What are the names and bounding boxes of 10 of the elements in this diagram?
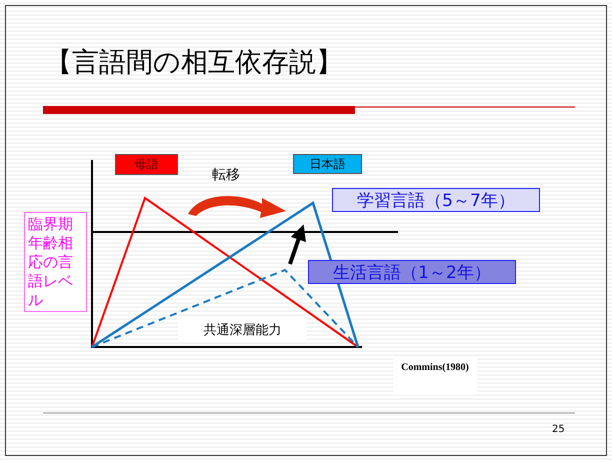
axis-label-box: 臨界期年齢相応の言語レベル	[24, 212, 87, 312]
slide-title: 【言語間の相互依存説】	[45, 46, 343, 80]
legend-box: 日本語	[293, 154, 362, 174]
callout-box: 生活言語（1～2年）	[308, 260, 516, 284]
citation-box: Commins(1980)	[393, 358, 477, 395]
legend-box: 母語	[115, 154, 178, 175]
text-box: 共通深層能力	[178, 318, 307, 341]
arrow-label: 転移	[212, 166, 240, 184]
callout-box: 学習言語（5～7年）	[332, 188, 540, 212]
page-number: 25	[552, 424, 565, 435]
